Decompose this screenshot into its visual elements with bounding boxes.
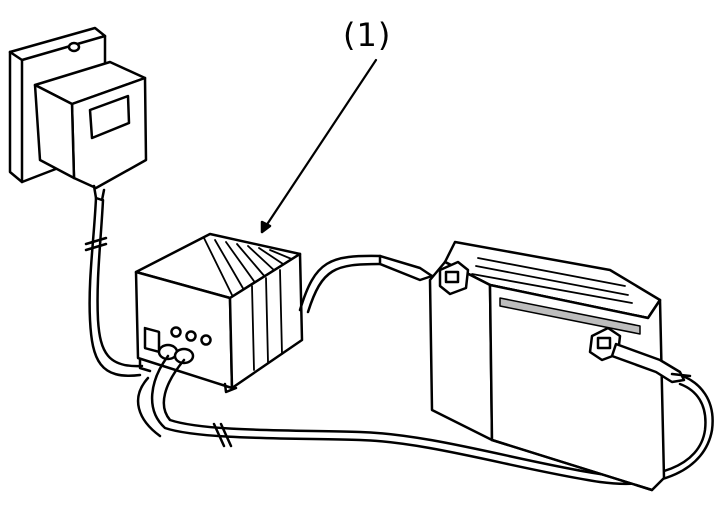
charger bbox=[134, 232, 304, 394]
ac-adapter bbox=[33, 60, 148, 202]
charger-output-cables bbox=[136, 354, 714, 485]
callout-leader bbox=[260, 58, 378, 234]
charger-vents bbox=[203, 237, 295, 296]
charger-cable-positive bbox=[298, 254, 447, 314]
battery-clamp-negative bbox=[610, 342, 692, 384]
adapter-cord bbox=[84, 196, 144, 377]
callout-label: (1) bbox=[343, 16, 392, 54]
battery bbox=[428, 240, 666, 492]
